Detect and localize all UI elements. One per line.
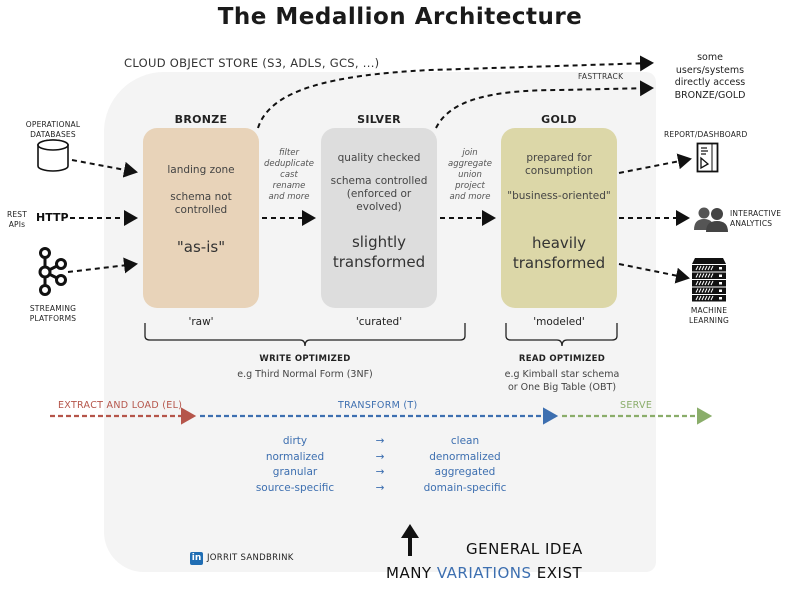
transform-to-list: clean denormalized aggregated domain-spe… [423, 435, 507, 494]
read-brace [505, 323, 618, 347]
silver-line-2: schema controlled (enforced or evolved) [330, 175, 428, 213]
http-icon: HTTP [36, 211, 69, 224]
bronze-line-2: schema not controlled [170, 191, 232, 216]
transform-arrow-list: → → → → [375, 435, 385, 494]
gold-line-1: prepared for consumption [525, 152, 593, 177]
silver-line-1: quality checked [337, 152, 421, 164]
fasttrack-label: FASTTRACK [578, 72, 624, 81]
write-optimized-sub: e.g Third Normal Form (3NF) [237, 369, 373, 380]
write-brace [144, 323, 466, 347]
source-label-rest-apis: REST APIs [6, 210, 28, 229]
read-optimized-title: READ OPTIMIZED [518, 354, 606, 364]
layer-title-gold: GOLD [541, 113, 577, 126]
read-optimized-sub: e.g Kimball star schema or One Big Table… [504, 369, 620, 393]
stage-extract-load: EXTRACT AND LOAD (EL) [58, 400, 183, 411]
report-icon [696, 142, 719, 173]
transform-from-list: dirty normalized granular source-specifi… [255, 435, 335, 494]
gold-layer-box: prepared for consumption "business-orien… [501, 128, 617, 308]
silver-layer-box: quality checked schema controlled (enfor… [321, 128, 437, 308]
arrow-stream-to-bronze [67, 257, 138, 274]
database-icon [37, 139, 69, 172]
silver-to-gold-operations: join aggregate union project and more [448, 148, 492, 202]
consumer-label-analytics: INTERACTIVE ANALYTICS [730, 209, 782, 228]
arrow-db-to-bronze [71, 159, 138, 178]
source-label-databases: OPERATIONAL DATABASES [25, 120, 81, 139]
arrow-gold-to-report [618, 153, 692, 174]
footer-general-idea: GENERAL IDEA [466, 540, 583, 558]
gold-line-2: "business-oriented" [507, 190, 611, 202]
bronze-emphasis: "as-is" [176, 238, 226, 256]
bronze-line-1: landing zone [167, 164, 235, 176]
layer-title-bronze: BRONZE [174, 113, 228, 126]
bronze-layer-box: landing zone schema not controlled "as-i… [143, 128, 259, 308]
fasttrack-target: some users/systems directly access BRONZ… [674, 52, 746, 101]
server-icon [692, 258, 726, 302]
users-icon [694, 207, 728, 232]
silver-tag: 'curated' [355, 316, 403, 328]
author-name[interactable]: JORRIT SANDBRINK [207, 553, 294, 563]
kafka-icon [38, 247, 67, 296]
bronze-to-silver-operations: filter deduplicate cast rename and more [264, 148, 314, 202]
linkedin-icon[interactable]: in [190, 552, 203, 565]
write-optimized-title: WRITE OPTIMIZED [259, 354, 351, 364]
bronze-tag: 'raw' [188, 316, 214, 328]
source-label-streaming: STREAMING PLATFORMS [29, 304, 77, 323]
consumer-label-report: REPORT/DASHBOARD [664, 130, 748, 139]
stage-serve: SERVE [620, 400, 653, 411]
page-title: The Medallion Architecture [217, 4, 583, 30]
stage-transform: TRANSFORM (T) [338, 400, 418, 411]
cloud-store-label: CLOUD OBJECT STORE (S3, ADLS, GCS, ...) [124, 56, 380, 70]
footer-variations: MANY VARIATIONS EXIST [386, 564, 583, 582]
gold-tag: 'modeled' [533, 316, 585, 328]
silver-emphasis: slightly transformed [332, 233, 426, 271]
footer-variations-highlight: VARIATIONS [436, 564, 532, 582]
fasttrack-arrow-bronze [257, 55, 654, 129]
fasttrack-arrow-silver [435, 80, 654, 129]
arrow-gold-to-ml [618, 263, 690, 284]
gold-emphasis: heavily transformed [512, 234, 606, 272]
consumer-label-ml: MACHINE LEARNING [688, 306, 730, 325]
layer-title-silver: SILVER [357, 113, 401, 126]
